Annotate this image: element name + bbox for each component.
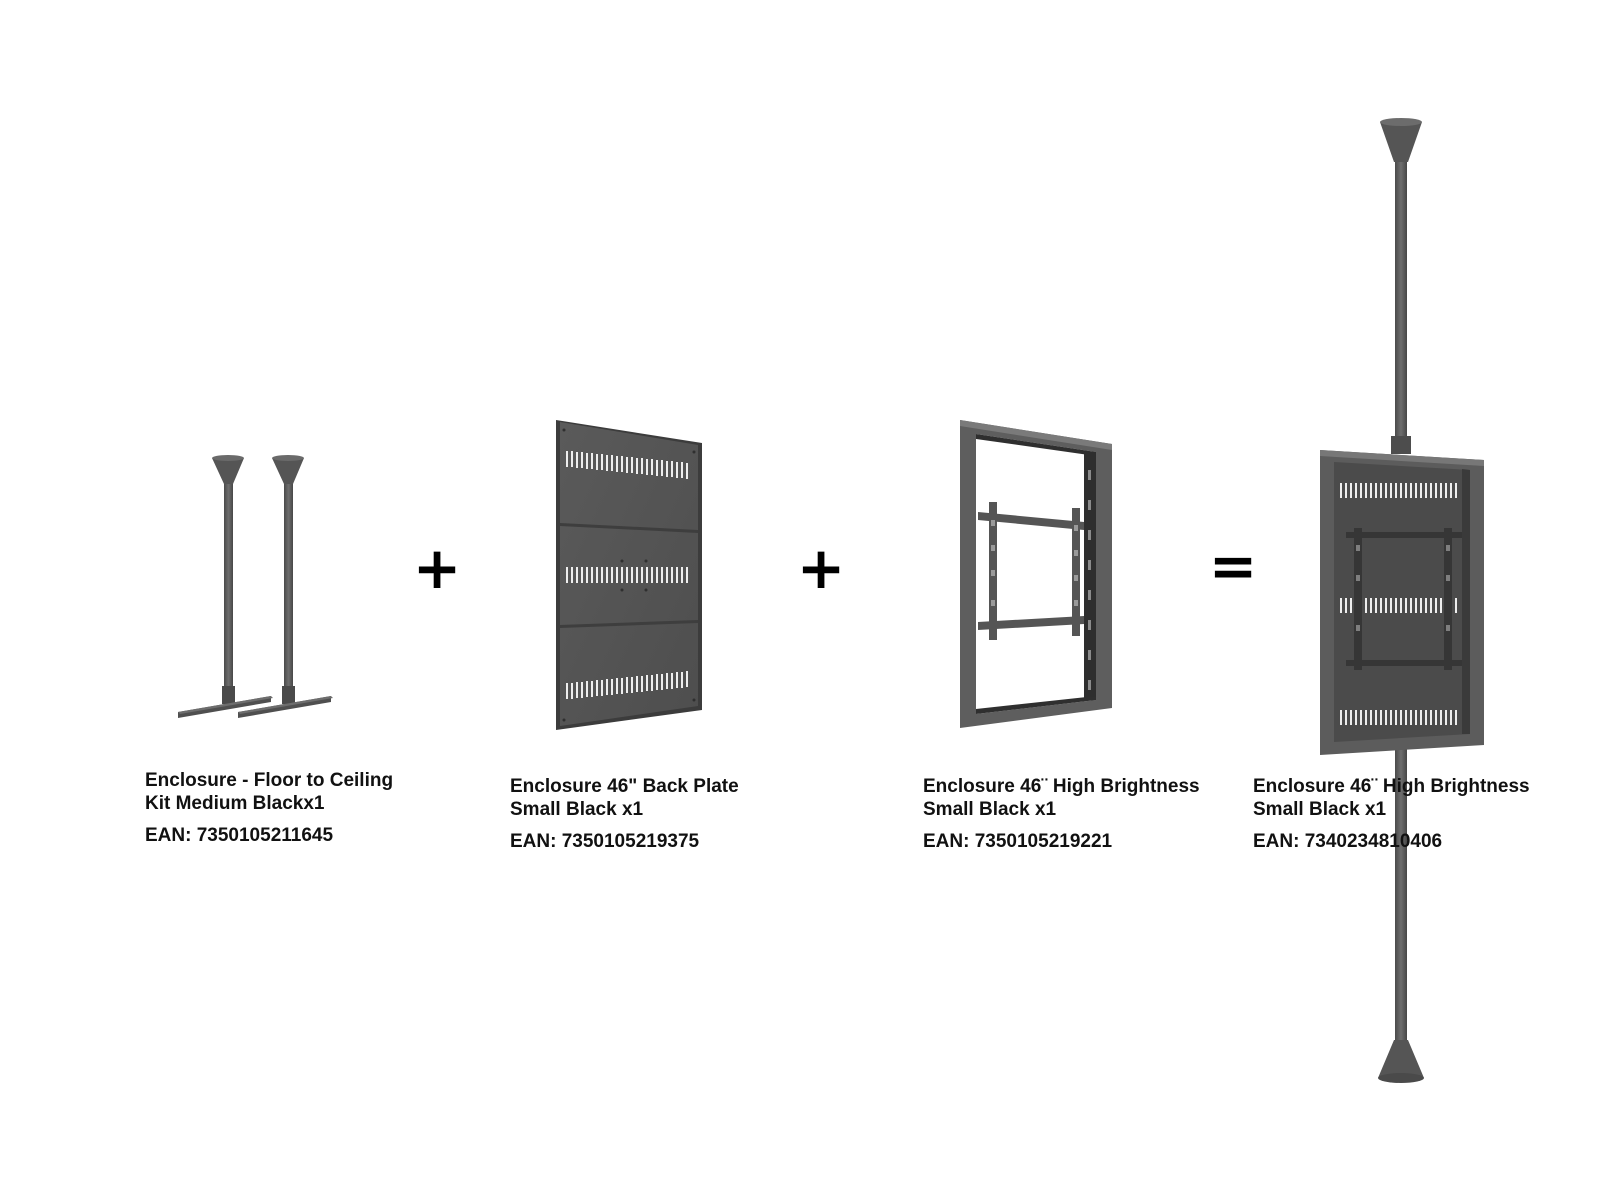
enclosure-frame-icon: [960, 420, 1112, 728]
back-plate-icon: [556, 420, 702, 730]
product-ean: EAN: 7350105219375: [510, 831, 700, 852]
plus-operator-1: +: [412, 534, 462, 602]
product-name: Enclosure 46¨ High Brightness Small Blac…: [1253, 776, 1530, 820]
equals-operator: =: [1208, 532, 1258, 600]
product-name: Enclosure 46¨ High Brightness Small Blac…: [923, 776, 1200, 820]
product-caption-back-plate: Enclosure 46" Back Plate Small Black x1 …: [510, 775, 739, 853]
assembled-enclosure-icon: [1320, 118, 1484, 1083]
product-caption-enclosure: Enclosure 46¨ High Brightness Small Blac…: [923, 775, 1200, 853]
product-ean: EAN: 7350105219221: [923, 831, 1113, 852]
vent-slots-middle: [566, 567, 688, 583]
product-caption-floor-ceiling-kit: Enclosure - Floor to Ceiling Kit Medium …: [145, 769, 393, 847]
product-name: Enclosure 46" Back Plate Small Black x1: [510, 776, 739, 820]
product-name: Enclosure - Floor to Ceiling Kit Medium …: [145, 770, 394, 814]
product-ean: EAN: 7340234810406: [1253, 831, 1443, 852]
vent-slots-bottom: [566, 671, 688, 699]
assembled-vent-bottom: [1340, 710, 1457, 725]
vent-slots-top: [566, 451, 688, 479]
plus-operator-2: +: [796, 534, 846, 602]
floor-ceiling-poles-icon: [178, 455, 333, 718]
assembled-vent-top: [1340, 483, 1457, 498]
product-caption-assembled: Enclosure 46¨ High Brightness Small Blac…: [1253, 775, 1530, 853]
product-ean: EAN: 7350105211645: [145, 825, 334, 846]
